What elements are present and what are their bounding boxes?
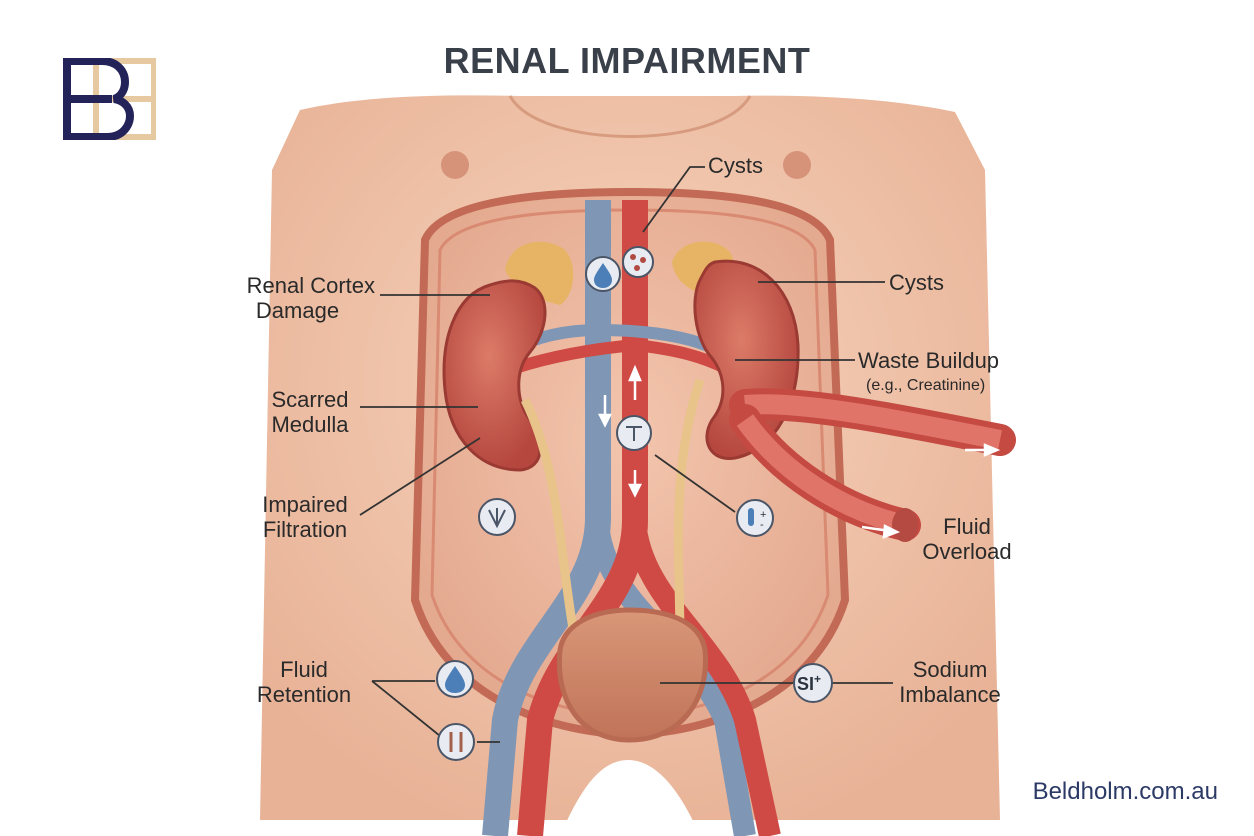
left-ureter (520, 397, 580, 641)
label-waste-buildup: Waste Buildup (e.g., Creatinine) (858, 348, 999, 398)
label-cysts-top: Cysts (708, 153, 763, 178)
label-renal-cortex-line2: Damage (255, 298, 340, 323)
label-impaired-line1: Impaired (262, 492, 348, 517)
label-sodium-imbalance: Sodium Imbalance (890, 657, 1010, 707)
label-impaired-filtration: Impaired Filtration (245, 492, 365, 542)
label-fluid-retention-line1: Fluid (280, 657, 328, 682)
sodium-ion-icon (793, 663, 833, 703)
label-sodium-line1: Sodium (912, 657, 988, 682)
bladder (556, 607, 709, 743)
right-ureter (673, 378, 705, 641)
website-link[interactable]: Beldholm.com.au (1032, 778, 1218, 805)
label-sodium-line2: Imbalance (899, 682, 1001, 707)
label-impaired-line2: Filtration (262, 517, 348, 542)
sodium-badge: SI+ (797, 672, 821, 695)
label-fluid-retention: Fluid Retention (245, 657, 363, 707)
droplet-icon (585, 256, 621, 292)
brand-logo (63, 58, 156, 140)
label-renal-cortex: Renal Cortex Damage (220, 273, 375, 323)
label-scarred-line1: Scarred (271, 387, 349, 412)
left-nipple (441, 151, 469, 179)
label-scarred-medulla: Scarred Medulla (255, 387, 365, 437)
label-waste-line2: (e.g., Creatinine) (866, 377, 986, 394)
label-fluid-overload-line1: Fluid (943, 514, 991, 539)
label-renal-cortex-line1: Renal Cortex (246, 273, 375, 298)
tubule-icon (437, 723, 475, 761)
filter-icon (616, 415, 652, 451)
svg-text:+: + (760, 509, 766, 521)
sodium-badge-text: SI (797, 674, 815, 694)
label-fluid-overload-line2: Overload (922, 539, 1012, 564)
page-title: RENAL IMPAIRMENT (443, 40, 811, 81)
label-fluid-retention-line2: Retention (256, 682, 352, 707)
sodium-badge-sup: + (814, 672, 822, 686)
label-waste-line1: Waste Buildup (858, 348, 1000, 373)
label-cysts-right: Cysts (889, 270, 944, 295)
nephron-icon (478, 498, 516, 536)
label-scarred-line2: Medulla (271, 412, 349, 437)
label-fluid-overload: Fluid Overload (912, 514, 1022, 564)
right-nipple (783, 151, 811, 179)
molecule-icon (622, 246, 654, 278)
water-drop-icon (436, 660, 474, 698)
svg-text:-: - (760, 519, 764, 531)
test-tube-icon: + - (736, 499, 774, 537)
